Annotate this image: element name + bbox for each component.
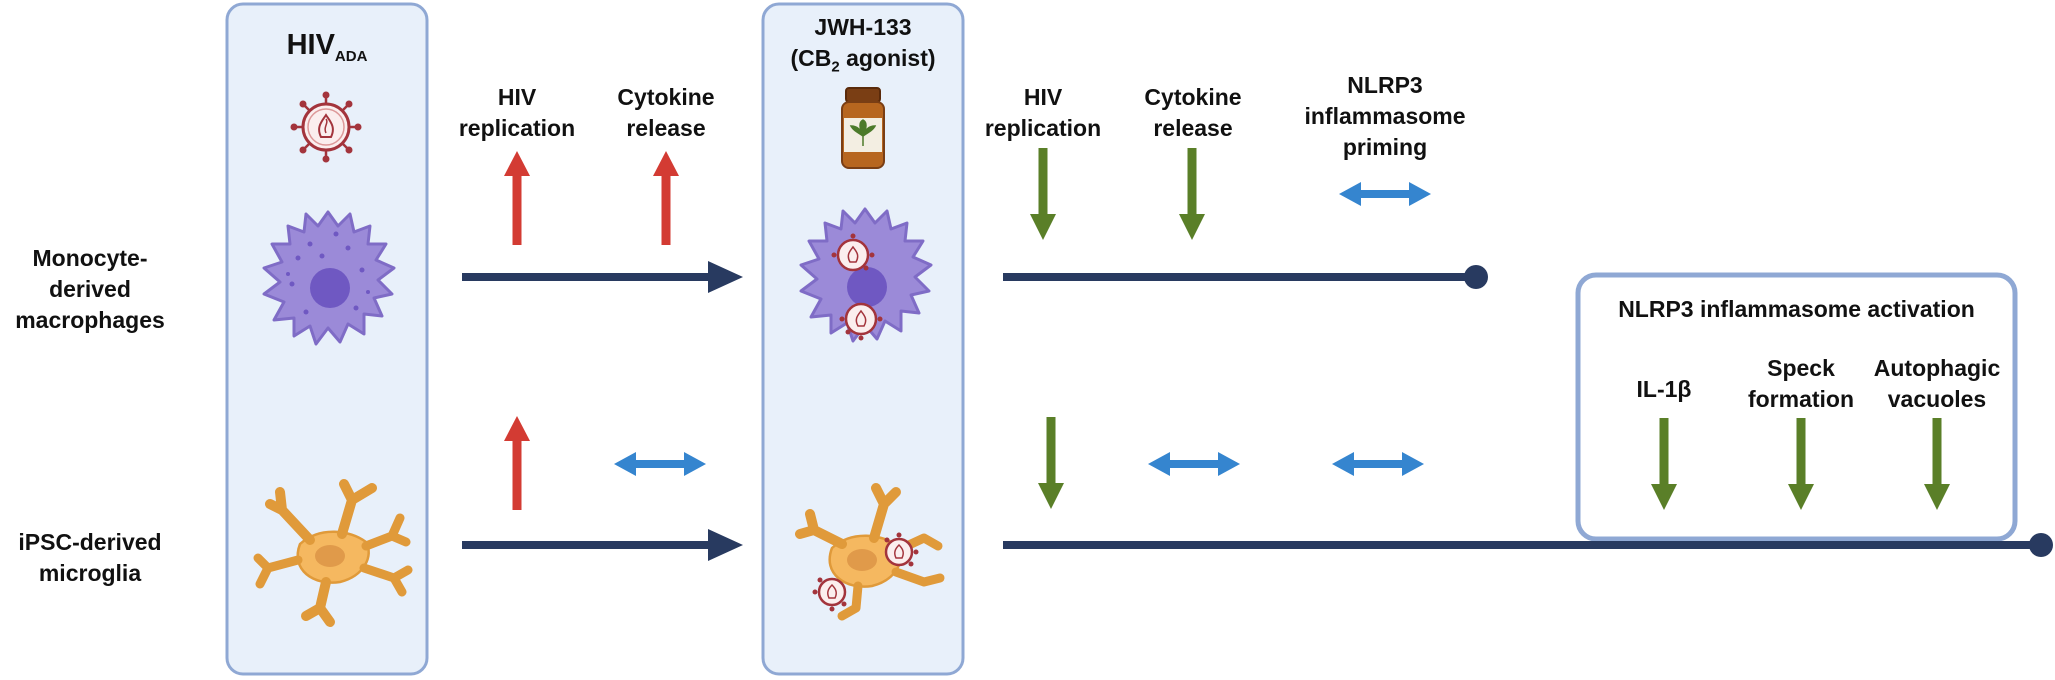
header-stage2-cytokine-release: Cytokine release <box>1123 82 1263 144</box>
activation-box-title: NLRP3 inflammasome activation <box>1580 294 2013 325</box>
no-change-arrow-mg-cytokine-release <box>614 452 706 476</box>
header-line: inflammasome <box>1304 103 1466 129</box>
autophagic-line1: Autophagic <box>1873 355 2001 381</box>
header-line: release <box>626 115 706 141</box>
increase-arrow-mg-hiv-replication <box>504 416 530 510</box>
activation-box <box>1575 272 2018 542</box>
activation-label-autophagic: Autophagic vacuoles <box>1857 353 2017 415</box>
row-label-microglia: iPSC-derived microglia <box>0 527 180 589</box>
cb-prefix: (CB <box>790 45 832 71</box>
header-line: Cytokine <box>1144 84 1242 110</box>
header-line: NLRP3 <box>1347 72 1423 98</box>
infected-microglia-icon <box>795 483 945 621</box>
no-change-arrow-mg-cytokine-release <box>1148 452 1240 476</box>
row-label-macrophages: Monocyte-derived macrophages <box>0 243 180 336</box>
decrease-arrow-mg-hiv-replication <box>1038 417 1064 509</box>
header-line: replication <box>984 115 1102 141</box>
treatment-drug-class: (CB2 agonist) <box>763 43 963 83</box>
speck-line2: formation <box>1747 386 1855 412</box>
decrease-arrow-speck-formation <box>1788 418 1814 510</box>
no-change-arrow-mac-nlrp3-priming <box>1339 182 1431 206</box>
increase-arrow-mac-hiv-replication <box>504 151 530 245</box>
infection-panel-title: HIVADA <box>227 30 427 72</box>
speck-line1: Speck <box>1767 355 1835 381</box>
header-line: Cytokine <box>617 84 715 110</box>
header-line: replication <box>458 115 576 141</box>
macrophage-timeline-stage2 <box>1003 265 1488 289</box>
decrease-arrow-il1b <box>1651 418 1677 510</box>
autophagic-line2: vacuoles <box>1887 386 1987 412</box>
cb-subscript: 2 <box>831 58 840 76</box>
activation-title-text: NLRP3 inflammasome activation <box>1618 296 1975 322</box>
row-label-microglia-line1: iPSC-derived <box>18 529 162 555</box>
activation-label-il1b: IL-1β <box>1604 374 1724 405</box>
activation-label-speck: Speck formation <box>1731 353 1871 415</box>
row-label-microglia-line2: microglia <box>38 560 142 586</box>
hiv-title-text: HIV <box>286 29 335 61</box>
header-stage1-cytokine-release: Cytokine release <box>596 82 736 144</box>
header-line: priming <box>1342 134 1428 160</box>
cb-suffix: agonist) <box>839 45 936 71</box>
row-label-macrophages-line2: macrophages <box>15 307 165 333</box>
treatment-drug-name: JWH-133 <box>814 14 912 40</box>
header-line: HIV <box>497 84 537 110</box>
hiv-strain-subscript: ADA <box>334 47 368 65</box>
hiv-virion-icon <box>290 91 362 163</box>
row-label-macrophages-line1: Monocyte-derived <box>32 245 148 302</box>
macrophage-cell-icon <box>262 210 396 346</box>
increase-arrow-mac-cytokine-release <box>653 151 679 245</box>
decrease-arrow-autophagic-vacuoles <box>1924 418 1950 510</box>
il1b-text: IL-1β <box>1636 376 1692 402</box>
macrophage-timeline-stage1 <box>462 261 743 293</box>
no-change-arrow-mg-nlrp3-priming <box>1332 452 1424 476</box>
microglia-cell-icon <box>253 479 413 627</box>
header-line: HIV <box>1023 84 1063 110</box>
microglia-timeline-stage2 <box>1003 533 2053 557</box>
infected-macrophage-icon <box>799 207 933 343</box>
decrease-arrow-mac-hiv-replication <box>1030 148 1056 240</box>
header-line: release <box>1153 115 1233 141</box>
decrease-arrow-mac-cytokine-release <box>1179 148 1205 240</box>
header-stage1-hiv-replication: HIV replication <box>447 82 587 144</box>
header-stage2-hiv-replication: HIV replication <box>973 82 1113 144</box>
header-stage2-nlrp3-priming: NLRP3 inflammasome priming <box>1300 70 1470 163</box>
microglia-timeline-stage1 <box>462 529 743 561</box>
jwh-133-bottle-icon <box>841 87 885 169</box>
treatment-panel-title: JWH-133 (CB2 agonist) <box>763 12 963 83</box>
